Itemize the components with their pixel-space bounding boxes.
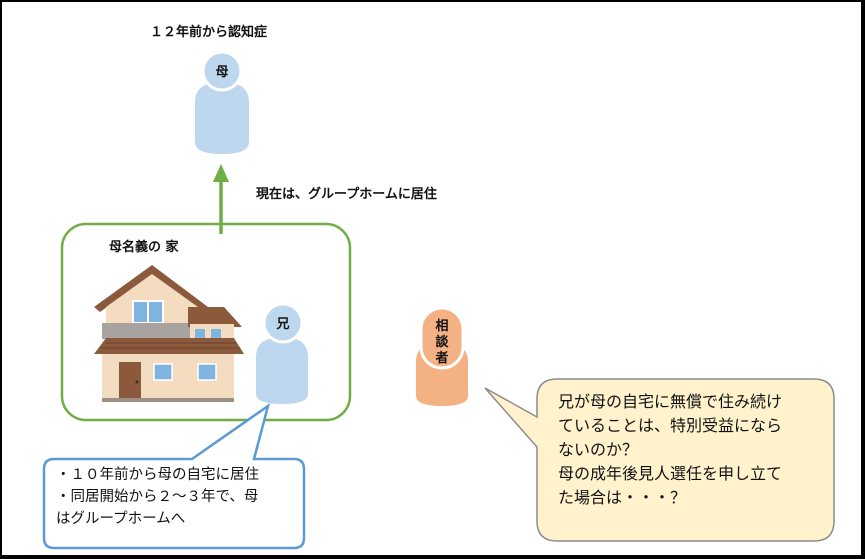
brother-bubble-line-3: はグループホームへ [56,511,186,527]
consultant-figure: 相 談 者 [416,306,468,406]
brother-head [262,302,304,344]
brother-name: 兄 [275,317,289,332]
mother-note: １２年前から認知症 [150,25,268,40]
mother-body [195,82,249,154]
brother-bubble-shape [42,403,306,550]
mother-figure: 母 [195,50,249,154]
consultant-bubble-line-3: ないのか？ [558,440,639,459]
consultant-bubble-line-1: 兄が母の自宅に無償で住み続け [558,392,783,411]
consultant-name-char-1: 相 [435,318,448,334]
consultant-bubble-line-4: 母の成年後見人選任を申し立て [558,464,783,483]
mother-name: 母 [215,65,228,80]
brother-bubble-line-2: ・同居開始から２～３年で、母 [56,489,259,505]
consultant-name-char-2: 談 [435,334,449,350]
consultant-bubble-line-5: た場合は・・・？ [558,488,687,507]
consultant-name-char-3: 者 [434,350,448,366]
house-box [60,222,352,422]
brother-figure: 兄 [256,302,308,404]
consultant-head [419,306,465,370]
move-note: 現在は、グループホームに居住 [256,187,437,202]
house-illustration [94,265,244,402]
consultant-bubble-shape [484,378,835,542]
brother-bubble-line-1: ・１０年前から母の自宅に居住 [56,467,259,483]
brother-body [256,337,308,404]
consultant-bubble-line-2: ていることは、特別受益になら [558,416,783,435]
mother-head [201,50,243,92]
house-label: 母名義の 家 [109,240,179,255]
